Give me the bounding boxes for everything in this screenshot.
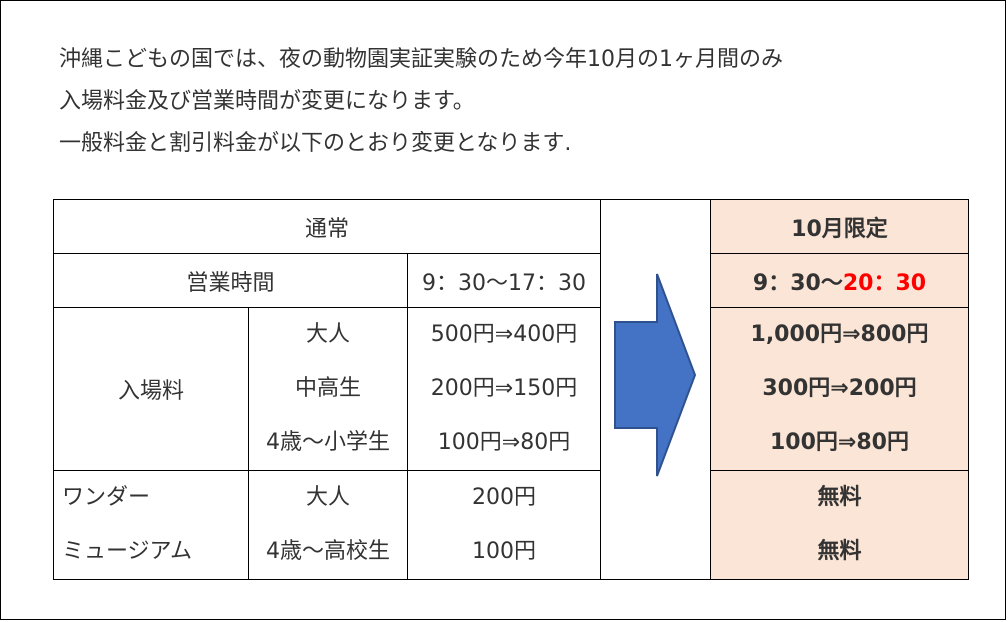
hours-normal: 9：30～17：30 [407,253,601,308]
admission-category: 4歳～小学生 [266,430,390,455]
limited-header: 10月限定 [710,199,969,254]
museum-category: 大人 [305,485,350,510]
admission-limited-fee: 1,000円⇒800円 [750,322,929,347]
admission-label: 入場料 [53,307,249,471]
hours-limited-end: 20：30 [842,270,927,296]
fee-comparison-table: 通常 10月限定 営業時間 9：30～17：30 9：30～20：30 入場料 … [53,199,969,580]
admission-category: 大人 [305,322,350,347]
admission-normal-fee: 500円⇒400円 [430,322,578,347]
museum-normal-fee: 100円 [472,539,536,564]
admission-category: 中高生 [294,376,361,401]
admission-normal-fee: 100円⇒80円 [437,430,571,455]
admission-limited-fee: 100円⇒80円 [770,430,909,455]
admission-normal-fees: 500円⇒400円 200円⇒150円 100円⇒80円 [407,307,601,471]
hours-limited: 9：30～20：30 [710,253,969,308]
museum-normal-fees: 200円 100円 [407,470,601,580]
museum-normal-fee: 200円 [472,485,536,510]
hours-label: 営業時間 [53,253,408,308]
normal-header: 通常 [53,199,601,254]
museum-limited-fee: 無料 [817,539,862,564]
right-arrow-icon [614,273,697,477]
intro-line-2: 入場料金及び営業時間が変更になります。 [59,89,475,114]
intro-line-1: 沖縄こどもの国では、夜の動物園実証実験のため今年10月の1ヶ月間のみ [59,47,783,72]
admission-limited-fees: 1,000円⇒800円 300円⇒200円 100円⇒80円 [710,307,969,471]
museum-label-line-1: ワンダー [62,485,151,510]
arrow-column [600,199,711,580]
admission-categories: 大人 中高生 4歳～小学生 [248,307,408,471]
admission-normal-fee: 200円⇒150円 [430,376,578,401]
museum-category: 4歳～高校生 [266,539,390,564]
hours-limited-start: 9：30～ [752,270,843,296]
admission-limited-fee: 300円⇒200円 [762,376,917,401]
museum-label: ワンダー ミュージアム [53,470,249,580]
intro-text: 沖縄こどもの国では、夜の動物園実証実験のため今年10月の1ヶ月間のみ 入場料金及… [59,39,783,165]
museum-categories: 大人 4歳～高校生 [248,470,408,580]
museum-limited-fee: 無料 [817,485,862,510]
intro-line-3: 一般料金と割引料金が以下のとおり変更となります. [59,131,572,156]
museum-limited-fees: 無料 無料 [710,470,969,580]
museum-label-line-2: ミュージアム [62,539,193,564]
